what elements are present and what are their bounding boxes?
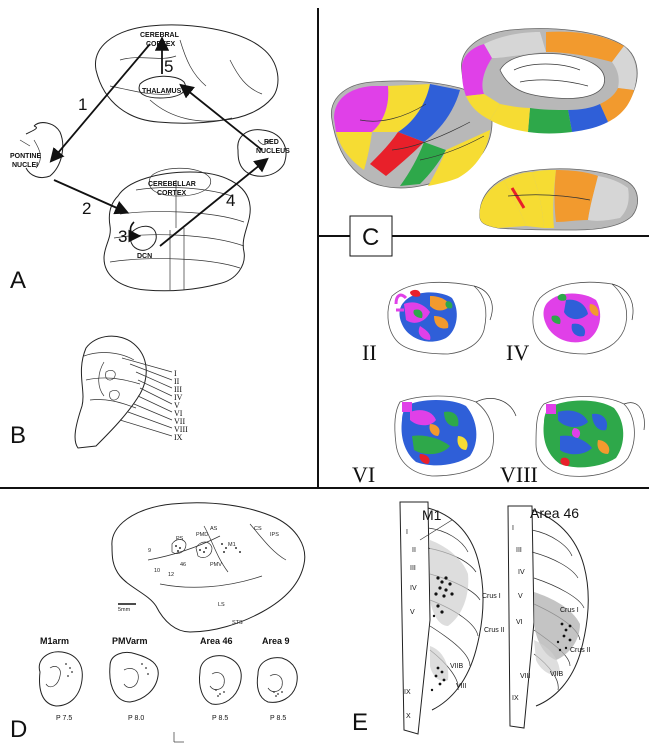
m1-lobule-label: VIIB: [450, 663, 464, 670]
slice-vi: [395, 396, 516, 476]
arrow-4b: [182, 86, 262, 150]
brain-region-label: PMD: [196, 532, 208, 538]
arrow-1: [52, 44, 150, 160]
slice-iv: [533, 282, 633, 354]
arrow-3: [131, 222, 138, 236]
lobule-label: IX: [174, 433, 183, 442]
m1-lobule-label: X: [406, 713, 411, 720]
coronal-sections: [39, 652, 297, 706]
brain-region-label: IPS: [270, 532, 279, 538]
macaque-brain-lateral: [112, 503, 305, 632]
step-2: 2: [82, 199, 91, 218]
brain-region-label: PMV: [210, 562, 222, 568]
step-5: 5: [164, 57, 173, 76]
m1-lobule-label: II: [412, 547, 416, 554]
brain-region-label: 12: [168, 572, 174, 578]
area46-lobule-label: Crus I: [560, 607, 579, 614]
section-title: M1arm: [40, 636, 69, 646]
area46-lobule-label: IV: [518, 569, 525, 576]
m1-lobule-label: IV: [410, 585, 417, 592]
section-title: Area 46: [200, 636, 233, 646]
area46-cerebellum: [508, 506, 588, 728]
slice-label: VIII: [500, 462, 538, 487]
pontine-shape: [26, 123, 63, 178]
area46-lobule-label: VIIB: [550, 671, 564, 678]
slice-label: IV: [506, 340, 529, 365]
panel-a: THALAMUS CEREBRAL CORTEX PONTINE NUCLEI …: [10, 25, 290, 294]
m1-lobule-label: I: [406, 529, 408, 536]
brain-region-label: 10: [154, 568, 160, 574]
area46-lobule-label: I: [512, 525, 514, 532]
step-4: 4: [226, 191, 235, 210]
section-level: P 8.5: [212, 715, 228, 722]
area46-lobule-label: III: [516, 547, 522, 554]
panel-label-e: E: [352, 709, 368, 736]
area46-lobule-label: IX: [512, 695, 519, 702]
m1-lobule-label: IX: [404, 689, 411, 696]
ventral-brain: [480, 169, 638, 230]
panel-label-c: C: [362, 224, 379, 251]
dcn-shape: [130, 226, 156, 250]
cerebral-hemisphere: [95, 25, 277, 123]
panel-label-b: B: [10, 422, 26, 449]
brain-region-label: 9: [148, 548, 151, 554]
cerebellar-cortex-label-1: CEREBELLAR: [148, 181, 196, 188]
slice-label: II: [362, 340, 377, 365]
section-level: P 8.5: [270, 715, 286, 722]
m1-lobule-label: V: [410, 609, 415, 616]
area46-lobule-label: Crus II: [570, 647, 591, 654]
section-level: P 8.0: [128, 715, 144, 722]
brain-region-label: AS: [210, 526, 218, 532]
medial-brain: [461, 29, 637, 134]
section-titles: M1arm PMVarm Area 46 Area 9: [40, 636, 290, 646]
section-title: Area 9: [262, 636, 290, 646]
step-1: 1: [78, 95, 87, 114]
m1-lobule-label: Crus I: [482, 593, 501, 600]
orientation-marker: [174, 732, 184, 742]
section-level: P 7.5: [56, 715, 72, 722]
m1-title: M1: [422, 507, 442, 523]
thalamus-label: THALAMUS: [142, 88, 182, 95]
dcn-label: DCN: [137, 253, 152, 260]
slice-viii: [536, 397, 644, 477]
m1-cerebellum: [400, 502, 483, 734]
section-title: PMVarm: [112, 636, 148, 646]
brain-region-label: LS: [218, 602, 225, 608]
brain-region-label: M1: [228, 542, 236, 548]
slice-label: VI: [352, 462, 375, 487]
panel-c-brains: C: [331, 29, 637, 256]
brain-region-label: CS: [254, 526, 262, 532]
panel-c-slices: II IV VI VIII: [352, 282, 644, 487]
area46-title: Area 46: [530, 505, 579, 521]
area46-lobule-label: VIII: [520, 673, 531, 680]
cerebellar-cortex-label-2: CORTEX: [157, 190, 187, 197]
panel-label-a: A: [10, 267, 26, 294]
m1-lobule-label: Crus II: [484, 627, 505, 634]
red-label-1: RED: [264, 139, 279, 146]
pontine-label-1: PONTINE: [10, 153, 41, 160]
m1-lobule-label: VIII: [456, 683, 467, 690]
m1-lobule-label: III: [410, 565, 416, 572]
section-levels: P 7.5 P 8.0 P 8.5 P 8.5: [56, 715, 286, 722]
pontine-label-2: NUCLEI: [12, 162, 38, 169]
brain-region-label: 46: [180, 562, 186, 568]
brain-region-label: PS: [176, 536, 184, 542]
step-3: 3: [118, 227, 127, 246]
cerebral-cortex-label-1: CEREBRAL: [140, 32, 180, 39]
area46-lobule-label: V: [518, 593, 523, 600]
area46-lobule-label: VI: [516, 619, 523, 626]
scale-label: 5mm: [118, 607, 131, 613]
panel-label-d: D: [10, 716, 27, 743]
panel-e: M1 Area 46 IIIIIIIVVCrus ICrus IIVIIBVII…: [352, 502, 591, 736]
brain-region-label: STS: [232, 620, 243, 626]
slice-ii: [388, 282, 492, 354]
